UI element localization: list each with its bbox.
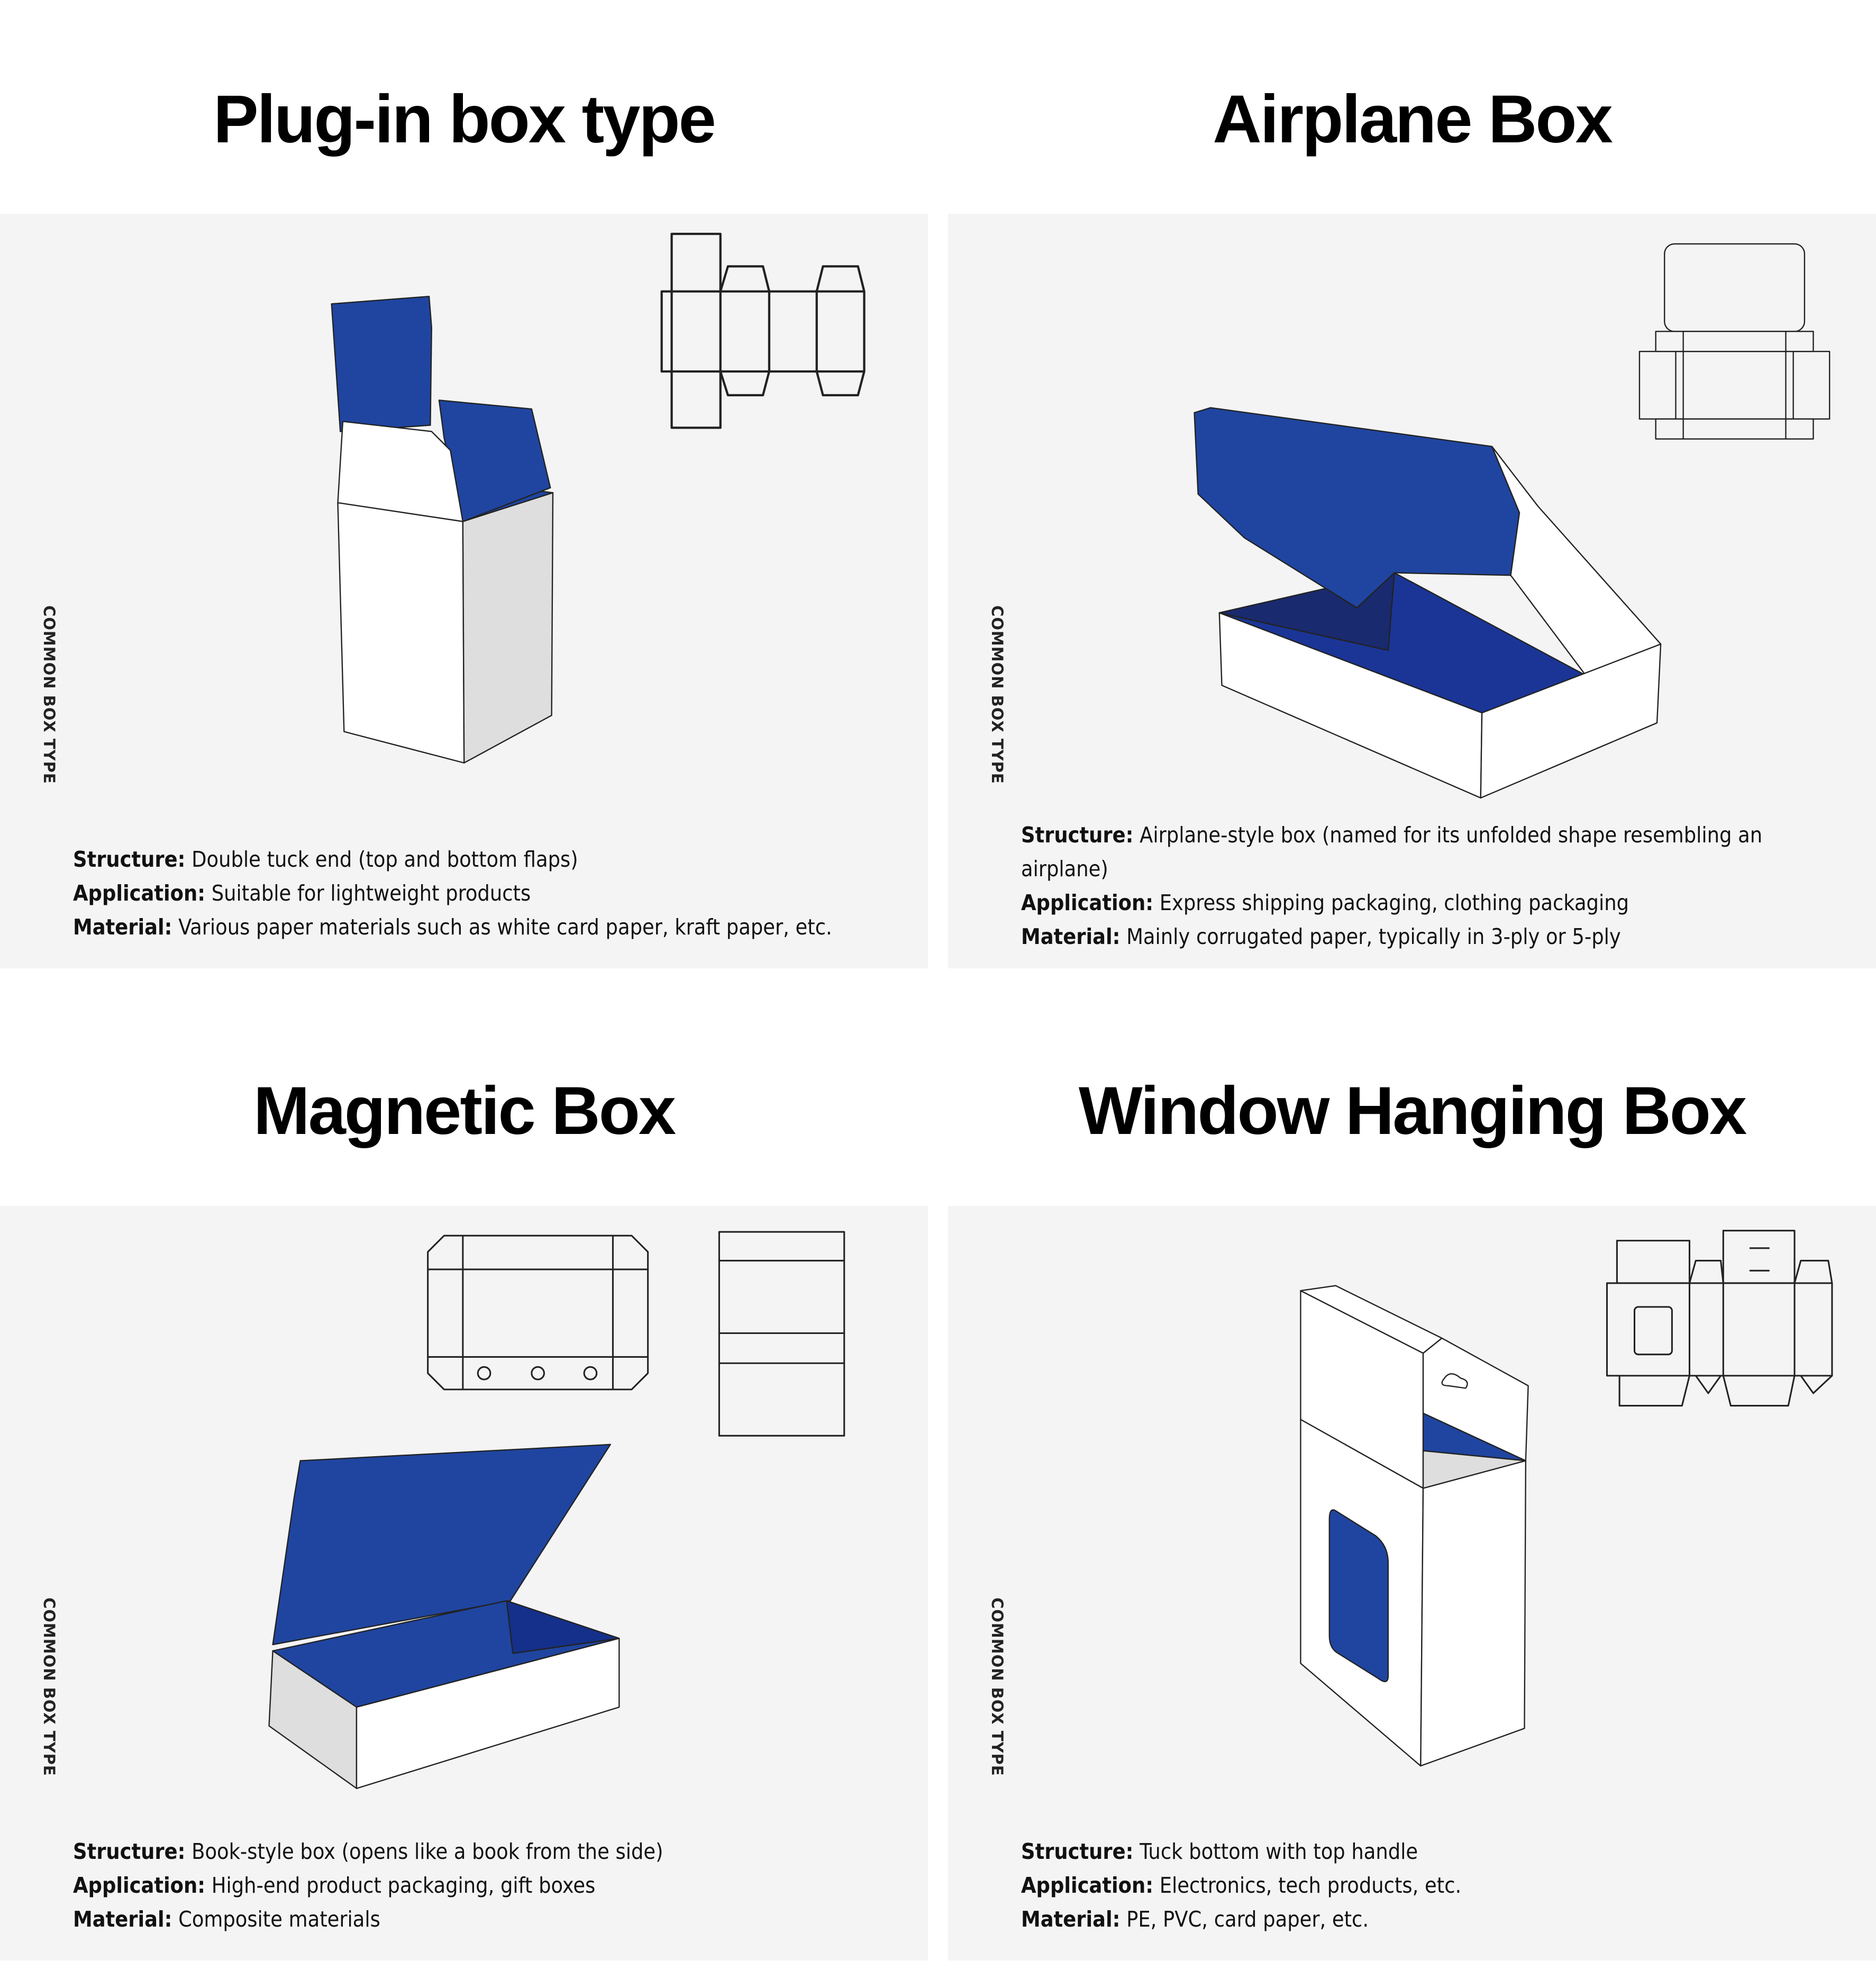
application-label: Application: xyxy=(1021,1873,1154,1898)
material-label: Material: xyxy=(1021,924,1121,949)
application-label: Application: xyxy=(1021,890,1154,915)
description: Structure: Airplane-style box (named for… xyxy=(1021,818,1804,954)
title-airplane-box: Airplane Box xyxy=(1213,81,1613,157)
title-magnetic-box: Magnetic Box xyxy=(253,1073,676,1149)
structure-text: Airplane-style box (named for its unfold… xyxy=(1021,822,1763,882)
description: Structure: Tuck bottom with top handle A… xyxy=(1021,1835,1836,1936)
structure-label: Structure: xyxy=(1021,822,1134,848)
plug-in-box-dieline xyxy=(660,232,866,429)
title-plug-in-box: Plug-in box type xyxy=(213,81,716,157)
airplane-box-illustration xyxy=(1194,407,1662,799)
material-text: Composite materials xyxy=(178,1906,380,1932)
structure-label: Structure: xyxy=(73,847,186,872)
structure-text: Double tuck end (top and bottom flaps) xyxy=(192,847,578,872)
structure-text: Book-style box (opens like a book from t… xyxy=(192,1839,663,1864)
material-label: Material: xyxy=(73,1906,172,1932)
magnetic-box-illustration xyxy=(268,1443,620,1790)
magnetic-box-dieline xyxy=(427,1231,845,1437)
application-label: Application: xyxy=(73,1873,206,1898)
airplane-box-dieline xyxy=(1638,243,1831,440)
structure-label: Structure: xyxy=(1021,1839,1134,1864)
title-window-hanging-box: Window Hanging Box xyxy=(1078,1073,1747,1149)
application-text: High-end product packaging, gift boxes xyxy=(211,1873,596,1898)
application-label: Application: xyxy=(73,880,206,906)
description: Structure: Book-style box (opens like a … xyxy=(73,1835,888,1936)
structure-label: Structure: xyxy=(73,1839,186,1864)
material-text: Mainly corrugated paper, typically in 3-… xyxy=(1126,924,1621,949)
plug-in-box-illustration xyxy=(331,295,554,764)
material-label: Material: xyxy=(73,914,172,940)
application-text: Suitable for lightweight products xyxy=(211,880,531,906)
application-text: Express shipping packaging, clothing pac… xyxy=(1159,890,1629,915)
window-hanging-box-illustration xyxy=(1300,1285,1529,1767)
application-text: Electronics, tech products, etc. xyxy=(1159,1873,1462,1898)
window-hanging-box-dieline xyxy=(1606,1230,1833,1407)
structure-text: Tuck bottom with top handle xyxy=(1140,1839,1418,1864)
material-label: Material: xyxy=(1021,1906,1121,1932)
material-text: Various paper materials such as white ca… xyxy=(178,914,832,940)
material-text: PE, PVC, card paper, etc. xyxy=(1126,1906,1369,1932)
description: Structure: Double tuck end (top and bott… xyxy=(73,842,888,944)
